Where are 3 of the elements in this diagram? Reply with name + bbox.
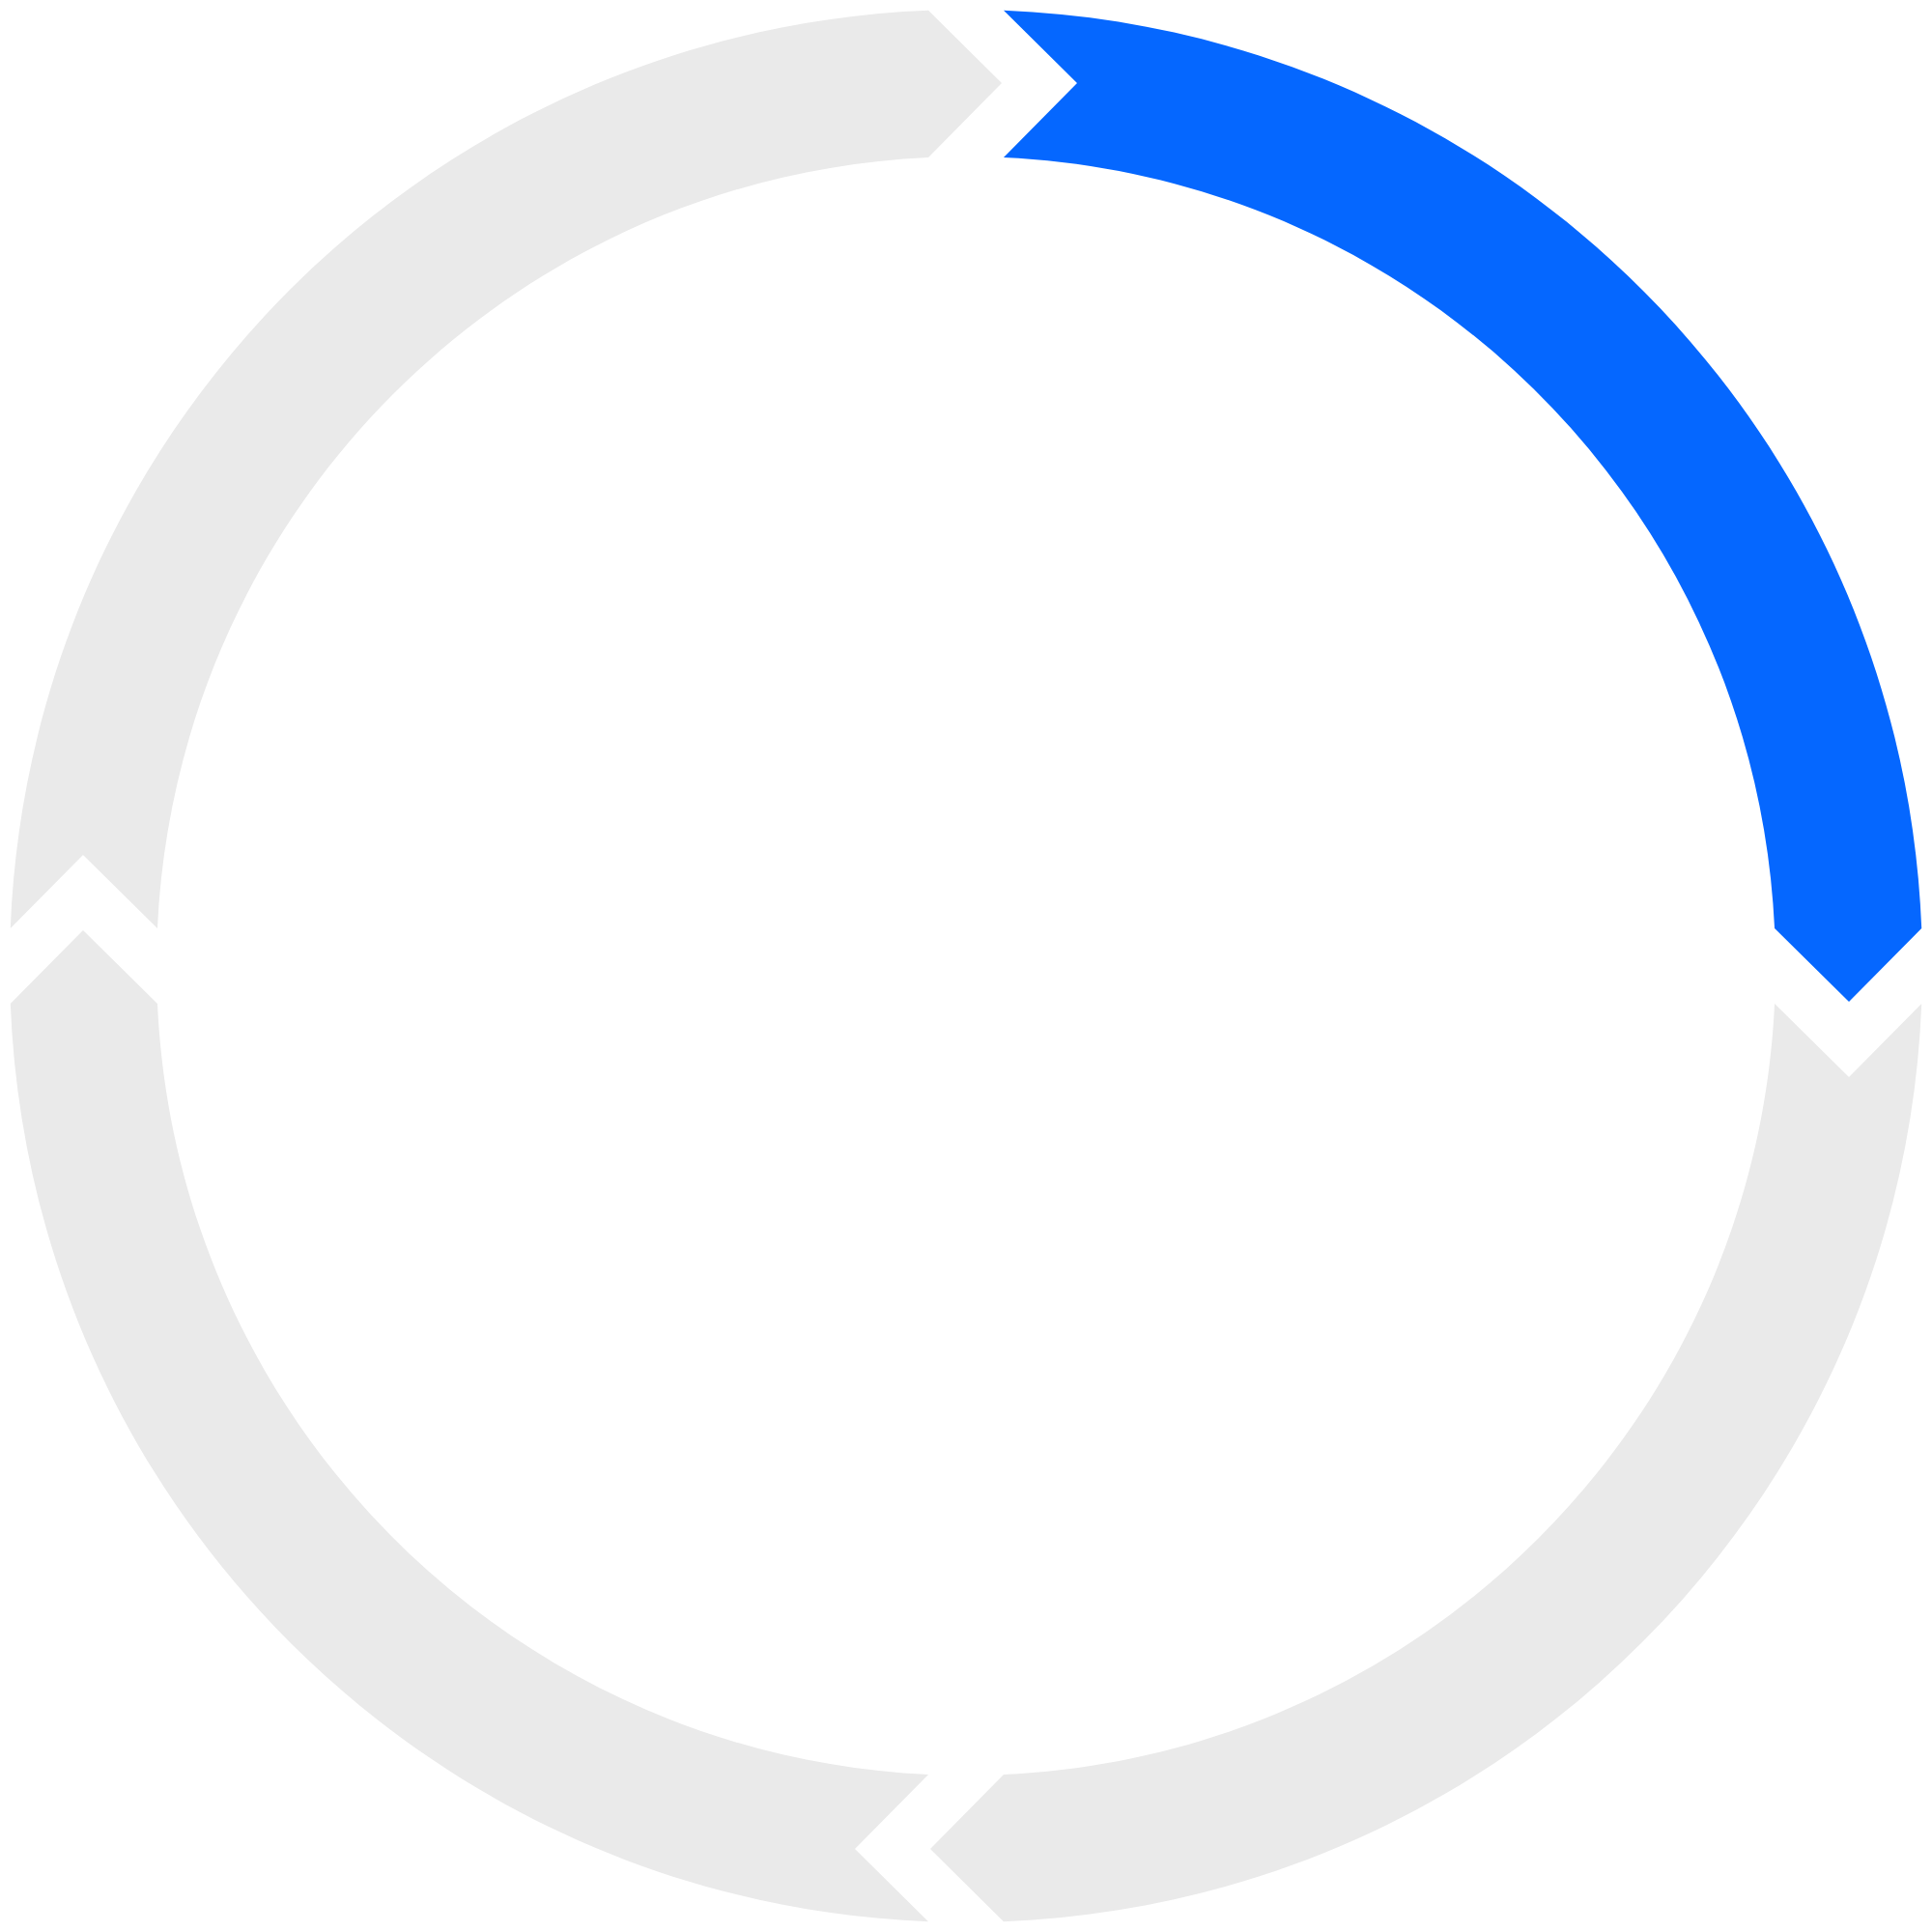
curved-arrow-segment: [930, 1004, 1922, 1922]
curved-arrow-segment: [10, 10, 1002, 928]
curved-arrow-segment: [1004, 10, 1922, 1002]
